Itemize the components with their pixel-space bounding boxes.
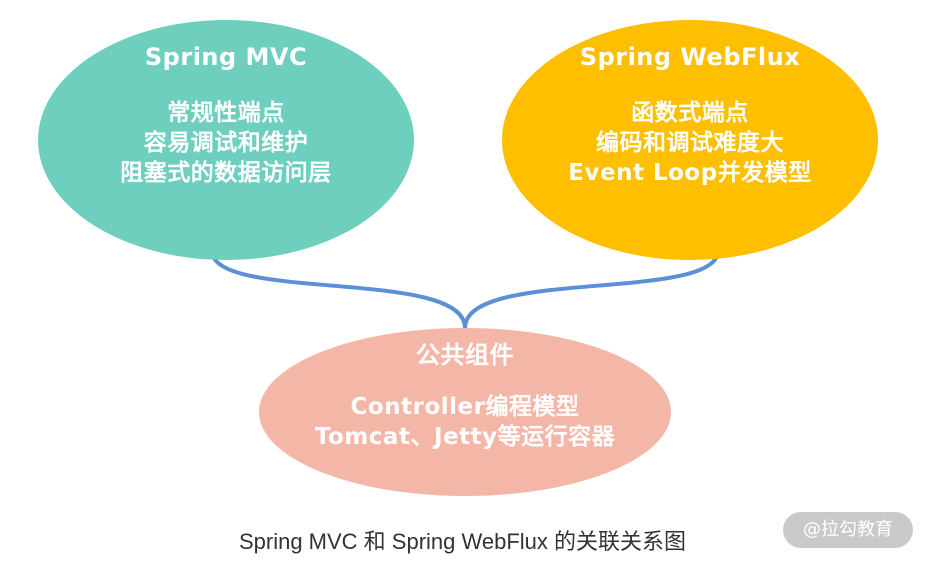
spring-mvc-node: Spring MVC 常规性端点 容易调试和维护 阻塞式的数据访问层 — [60, 42, 392, 188]
common-components-item-1: Controller编程模型 — [350, 394, 580, 420]
common-components-title: 公共组件 — [416, 341, 514, 369]
spring-mvc-feature-3: 阻塞式的数据访问层 — [120, 160, 332, 186]
spring-webflux-ellipse — [502, 20, 878, 260]
connector-mvc-to-common — [211, 254, 467, 329]
spring-mvc-feature-1: 常规性端点 — [167, 100, 285, 126]
common-components-node: 公共组件 Controller编程模型 Tomcat、Jetty等运行容器 — [275, 340, 655, 452]
spring-webflux-feature-3: Event Loop并发模型 — [568, 160, 812, 186]
spring-webflux-title: Spring WebFlux — [579, 43, 801, 71]
spring-mvc-feature-2: 容易调试和维护 — [143, 130, 309, 156]
common-components-ellipse — [259, 328, 671, 496]
diagram-caption: Spring MVC 和 Spring WebFlux 的关联关系图 — [238, 529, 687, 554]
spring-mvc-ellipse — [38, 20, 414, 260]
spring-webflux-feature-1: 函数式端点 — [631, 100, 749, 126]
spring-mvc-title: Spring MVC — [144, 43, 308, 71]
spring-webflux-feature-2: 编码和调试难度大 — [596, 130, 784, 156]
common-components-item-2: Tomcat、Jetty等运行容器 — [314, 424, 616, 450]
connector-webflux-to-common — [463, 254, 719, 329]
watermark-badge: @拉勾教育 — [783, 512, 913, 548]
spring-webflux-node: Spring WebFlux 函数式端点 编码和调试难度大 Event Loop… — [510, 42, 870, 188]
